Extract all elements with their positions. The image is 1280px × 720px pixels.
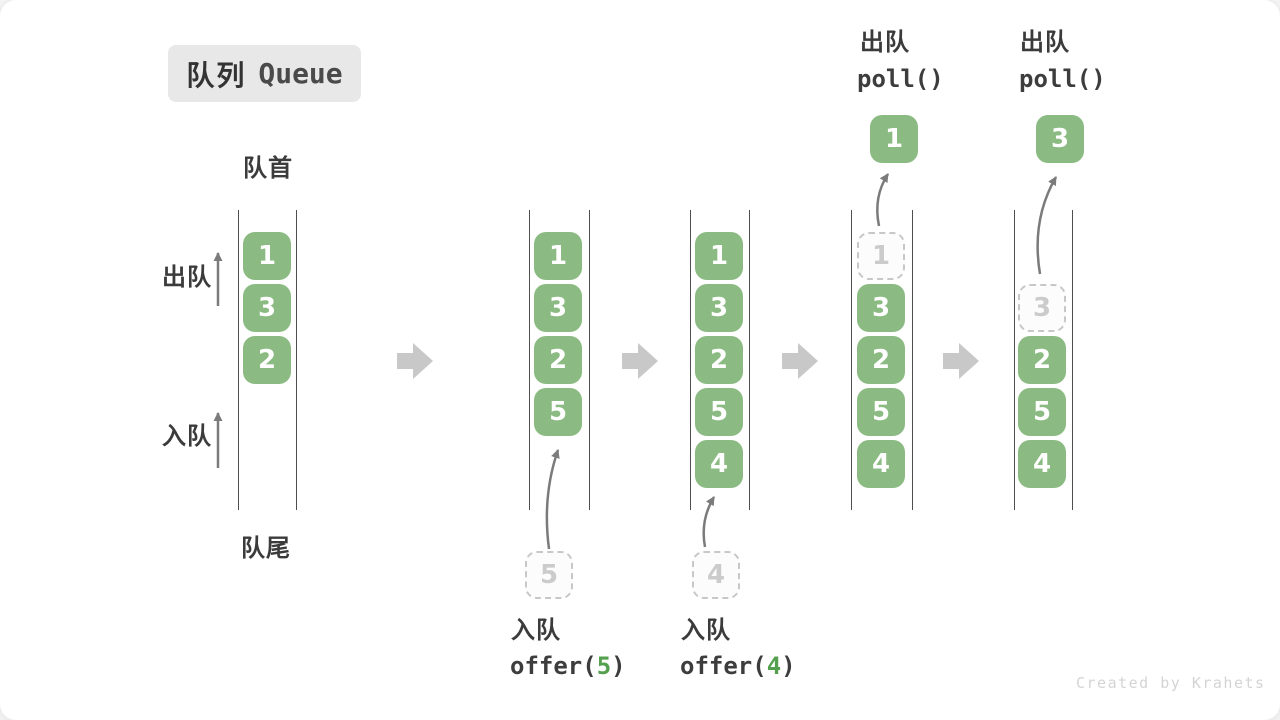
- label-dequeue-side: 出队: [162, 264, 212, 291]
- queue-item-incoming: 5: [525, 551, 573, 599]
- queue-item: 3: [243, 284, 291, 332]
- queue-item: 4: [695, 440, 743, 488]
- queue-rail-4: [851, 210, 913, 510]
- queue-item: 2: [857, 336, 905, 384]
- queue-item-removed: 1: [857, 232, 905, 280]
- offer-label-zh-1: 入队: [511, 617, 561, 644]
- watermark: Created by Krahets: [1076, 674, 1266, 692]
- offer-code-arg: 4: [766, 652, 782, 680]
- offer-code-post: ): [611, 652, 626, 680]
- poll-label-zh-2: 出队: [1020, 29, 1070, 56]
- label-queue-rear: 队尾: [241, 535, 291, 562]
- dequeued-item: 1: [870, 115, 918, 163]
- queue-item: 1: [243, 232, 291, 280]
- queue-item: 2: [695, 336, 743, 384]
- queue-item: 4: [857, 440, 905, 488]
- poll-label-zh-1: 出队: [860, 29, 910, 56]
- queue-item: 4: [1018, 440, 1066, 488]
- offer-code-post: ): [781, 652, 796, 680]
- offer-code-arg: 5: [596, 652, 612, 680]
- dequeued-item: 3: [1036, 115, 1084, 163]
- offer-code-pre: offer(: [510, 652, 597, 680]
- queue-item: 2: [243, 336, 291, 384]
- queue-item: 2: [1018, 336, 1066, 384]
- title-badge: 队列 Queue: [168, 45, 361, 102]
- flow-arrow-icon: [943, 343, 979, 379]
- queue-item: 5: [534, 388, 582, 436]
- queue-item: 3: [857, 284, 905, 332]
- queue-item: 3: [695, 284, 743, 332]
- poll-code-2: poll(): [1019, 65, 1106, 93]
- queue-item-removed: 3: [1018, 284, 1066, 332]
- label-enqueue-side: 入队: [162, 423, 212, 450]
- title-zh: 队列: [186, 59, 247, 91]
- queue-item-incoming: 4: [692, 551, 740, 599]
- title-en: Queue: [258, 57, 343, 90]
- queue-item: 1: [695, 232, 743, 280]
- poll-code-1: poll(): [857, 65, 944, 93]
- queue-item: 3: [534, 284, 582, 332]
- queue-item: 5: [1018, 388, 1066, 436]
- offer-code-pre: offer(: [680, 652, 767, 680]
- queue-item: 2: [534, 336, 582, 384]
- queue-item: 5: [857, 388, 905, 436]
- flow-arrow-icon: [782, 343, 818, 379]
- label-queue-front: 队首: [243, 155, 293, 182]
- queue-rail-1: [238, 210, 297, 510]
- flow-arrow-icon: [622, 343, 658, 379]
- queue-rail-5: [1014, 210, 1073, 510]
- offer-code-2: offer(4): [680, 653, 796, 679]
- offer-code-1: offer(5): [510, 653, 626, 679]
- offer-label-zh-2: 入队: [681, 617, 731, 644]
- queue-rail-3: [690, 210, 750, 510]
- queue-item: 5: [695, 388, 743, 436]
- flow-arrow-icon: [397, 343, 433, 379]
- queue-item: 1: [534, 232, 582, 280]
- queue-rail-2: [529, 210, 590, 510]
